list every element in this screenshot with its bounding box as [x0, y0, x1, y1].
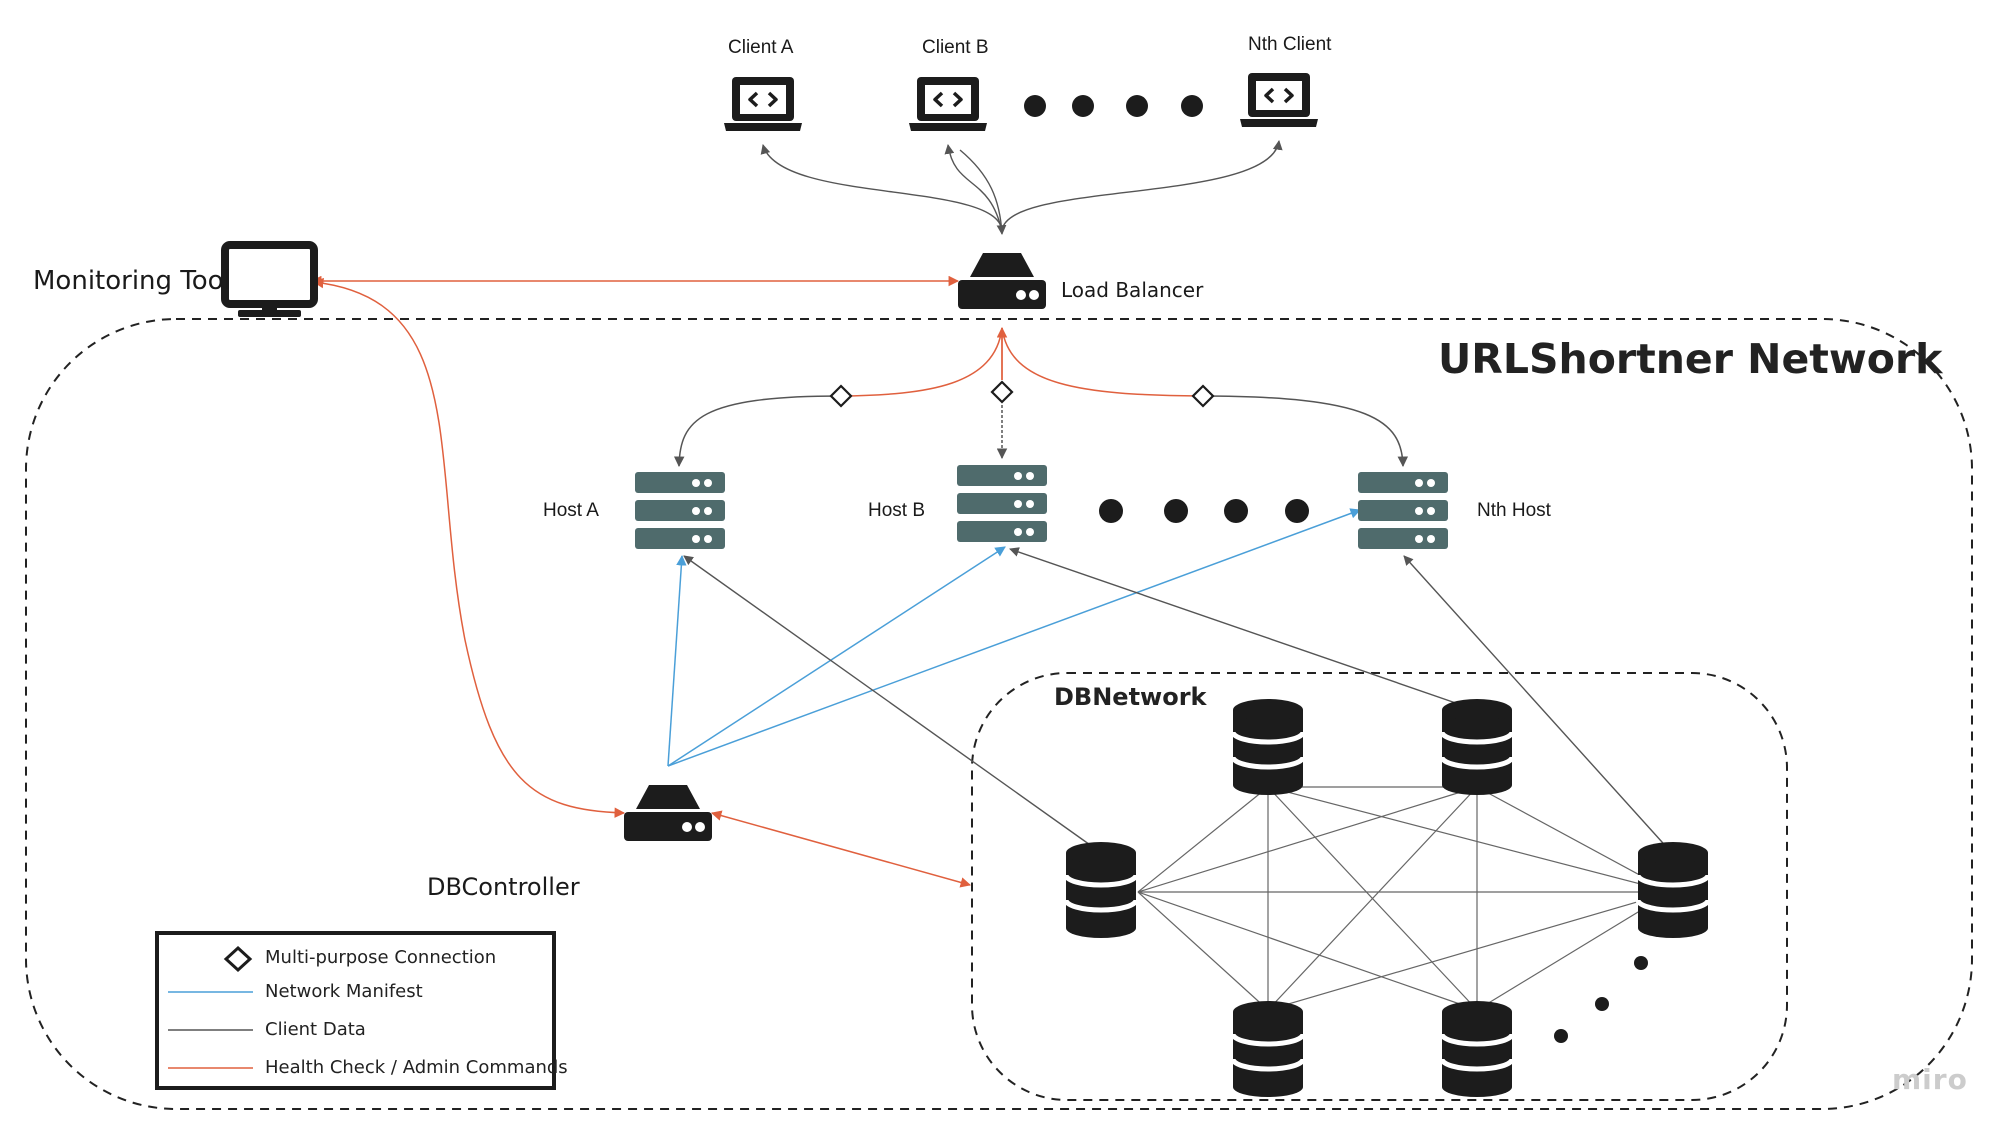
db-node-bottom-left-icon — [1233, 1001, 1303, 1097]
db-ellipsis-dots — [1554, 956, 1648, 1043]
miro-watermark: miro — [1892, 1063, 1968, 1096]
multi-purpose-markers — [829, 380, 1215, 408]
nth-host-label: Nth Host — [1477, 500, 1551, 521]
host-a-server-icon — [635, 472, 725, 549]
health-check-connections — [310, 275, 972, 888]
legend-item-client-data: Client Data — [265, 1019, 366, 1040]
lb-host-connections — [673, 326, 1409, 468]
db-controller-icon — [624, 785, 712, 841]
client-b-laptop-icon — [907, 75, 989, 133]
client-connections — [760, 140, 1283, 235]
nth-host-server-icon — [1358, 472, 1448, 549]
load-balancer-label: Load Balancer — [1061, 278, 1204, 302]
host-ellipsis-dots — [1099, 499, 1309, 523]
monitoring-tool-label: Monitoring Tool — [33, 266, 231, 296]
legend-item-network-manifest: Network Manifest — [265, 981, 423, 1002]
dbnetwork-title: DBNetwork — [1054, 683, 1207, 711]
legend-diamond-icon — [223, 945, 253, 973]
legend-item-multipurpose: Multi-purpose Connection — [265, 947, 497, 968]
host-b-server-icon — [957, 465, 1047, 542]
load-balancer-icon — [958, 253, 1046, 309]
db-node-right-icon — [1638, 842, 1708, 938]
host-db-connections — [683, 547, 1672, 853]
nth-client-laptop-icon — [1238, 71, 1320, 129]
client-b-label: Client B — [922, 37, 989, 58]
db-mesh-connections — [1137, 786, 1672, 1011]
db-node-left-icon — [1066, 842, 1136, 938]
host-b-label: Host B — [868, 500, 926, 521]
host-a-label: Host A — [543, 500, 599, 521]
client-a-label: Client A — [728, 37, 794, 58]
network-title: URLShortner Network — [1438, 335, 1943, 383]
urlshortner-network-boundary — [25, 318, 1973, 1110]
legend-box — [155, 931, 556, 1090]
client-a-laptop-icon — [722, 75, 804, 133]
db-node-bottom-right-icon — [1442, 1001, 1512, 1097]
db-node-top-left-icon — [1233, 699, 1303, 795]
db-controller-label: DBController — [427, 873, 580, 901]
monitor-icon — [221, 241, 318, 317]
client-ellipsis-dots — [1024, 95, 1203, 117]
db-node-top-right-icon — [1442, 699, 1512, 795]
nth-client-label: Nth Client — [1248, 34, 1332, 55]
legend-item-health-check: Health Check / Admin Commands — [265, 1057, 568, 1078]
